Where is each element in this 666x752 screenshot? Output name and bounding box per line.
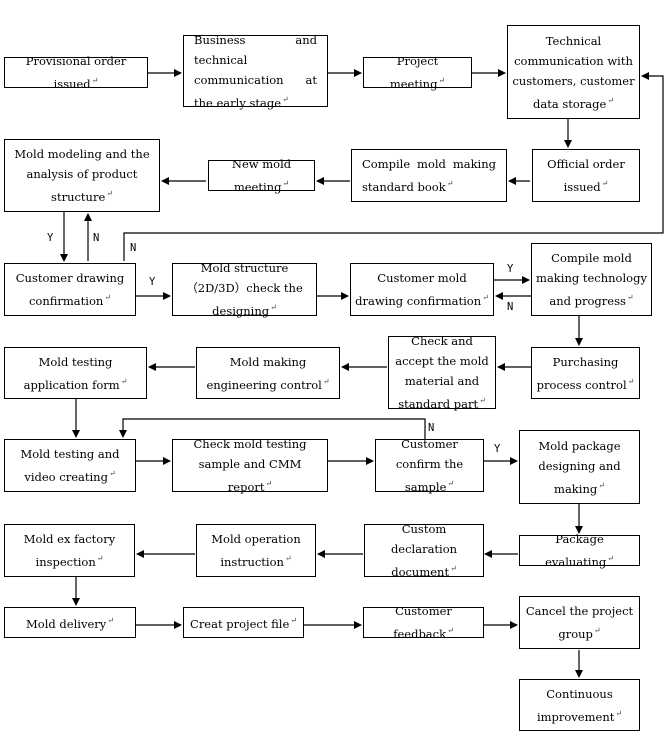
node-package-designing: Mold package designing and making↵ [519,430,640,504]
node-provisional-order: Provisional order issued↵ [4,54,148,91]
label-y-cust-mold-to-tech: Y [507,263,514,275]
node-new-mold-meeting: New mold meeting↵ [208,157,315,194]
label-n-modeling-up: N [93,232,100,244]
node-project-meeting: Project meeting↵ [363,54,472,91]
node-check-sample-cmm: Check mold testing sample and CMM report… [172,437,328,494]
arrow-cust-sample-n-to-test-video [119,418,426,439]
label-n-feedback-loop: N [130,242,137,254]
node-mold-modeling: Mold modeling and the analysis of produc… [4,139,160,212]
paragraph-mark-icon: ↵ [91,76,99,86]
label-n-sample-loop: N [428,422,435,434]
node-customer-feedback: Customer feedback↵ [363,604,484,641]
node-mold-structure: Mold structure（2D/3D）check the designing… [172,261,317,318]
label-y-modeling-down: Y [47,232,54,244]
node-customer-mold-drawing: Customer mold drawing confirmation↵ [350,263,494,316]
node-continuous-improvement: Continuous improvement↵ [519,679,640,731]
node-custom-declaration: Custom declaration document↵ [364,522,484,579]
label-y-cust-draw-to-structure: Y [149,276,156,288]
node-testing-video: Mold testing and video creating↵ [4,439,136,492]
arrow-cust-draw-n-to-technical [123,72,664,261]
node-business-communication: Business and technical communication at … [183,33,328,109]
node-project-file: Creat project file↵ [183,607,304,638]
node-ex-factory-inspection: Mold ex factory inspection↵ [4,524,135,577]
node-official-order: Official order issued↵ [532,149,640,202]
node-technical-communication: Technical communication with customers, … [507,25,640,119]
node-mold-delivery: Mold delivery↵ [4,607,136,638]
node-compile-technology: Compile mold making technology and progr… [531,243,652,316]
node-testing-application: Mold testing application form↵ [4,347,147,399]
node-compile-standard-book: Compile mold making standard book↵ [351,149,507,202]
label-y-sample-to-package: Y [494,443,501,455]
node-package-evaluating: Package evaluating↵ [519,532,640,569]
node-purchasing-control: Purchasing process control↵ [531,347,640,399]
label-n-tech-to-cust-mold: N [507,301,514,313]
node-engineering-control: Mold making engineering control↵ [196,347,340,399]
node-customer-drawing-confirmation: Customer drawing confirmation↵ [4,263,136,316]
node-customer-confirm-sample: Customer confirm the sample↵ [375,437,484,494]
node-cancel-project-group: Cancel the project group↵ [519,596,640,649]
node-operation-instruction: Mold operation instruction↵ [196,524,316,577]
node-check-accept-material: Check and accept the mold material and s… [388,334,496,411]
